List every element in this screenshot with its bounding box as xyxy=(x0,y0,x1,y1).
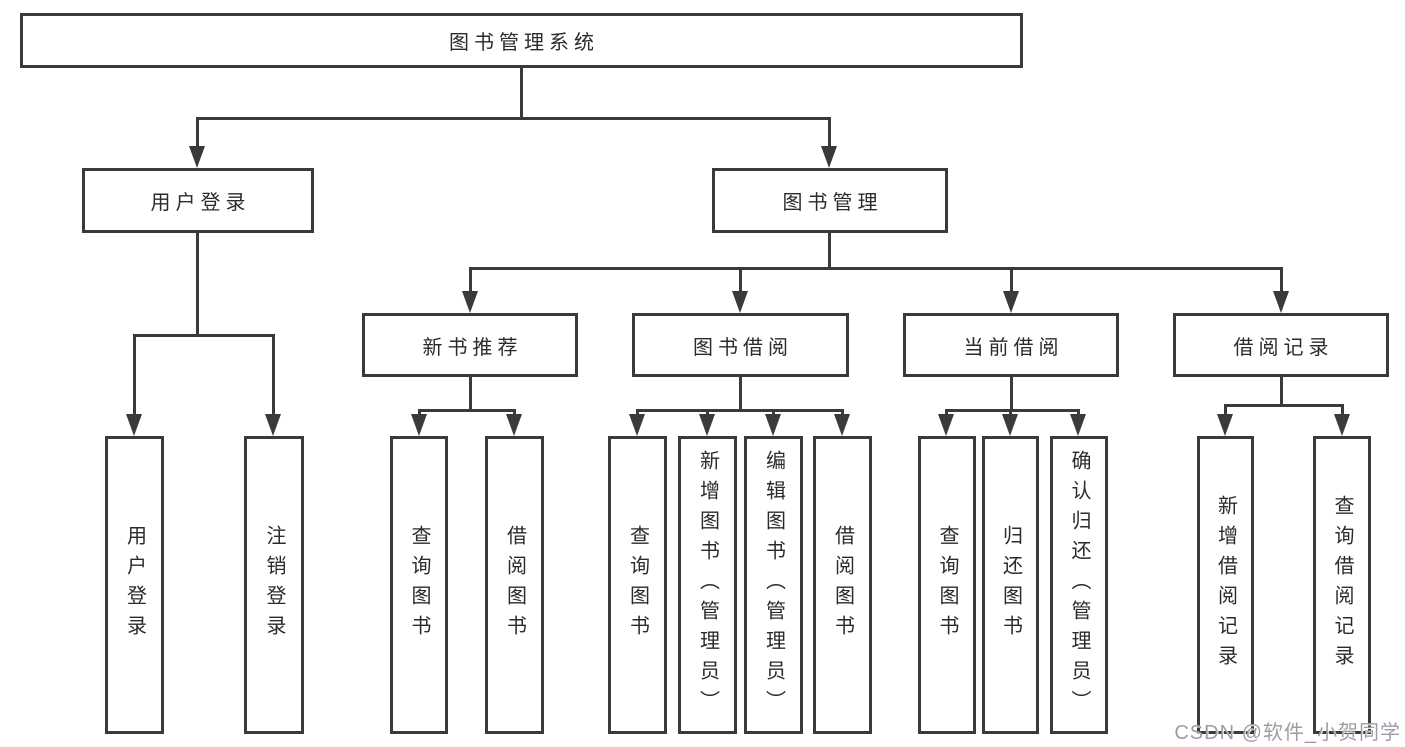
connector-hline xyxy=(418,409,515,412)
leaf-borrow-borrow-label: 借阅图书 xyxy=(831,525,854,645)
connector-vline xyxy=(828,230,831,270)
leaf-borrow-borrow: 借阅图书 xyxy=(813,436,872,734)
node-borrow-records: 借阅记录 xyxy=(1173,313,1389,377)
arrow-down-icon xyxy=(1003,291,1019,313)
leaf-borrow-add: 新增图书（管理员） xyxy=(678,436,737,734)
arrow-down-icon xyxy=(732,291,748,313)
connector-hline xyxy=(133,334,275,337)
leaf-records-add: 新增借阅记录 xyxy=(1197,436,1254,734)
arrow-down-icon xyxy=(629,414,645,436)
arrow-down-icon xyxy=(126,414,142,436)
arrow-down-icon xyxy=(699,414,715,436)
leaf-user-login-label: 用户登录 xyxy=(123,525,146,645)
leaf-newbooks-borrow: 借阅图书 xyxy=(485,436,544,734)
node-root: 图书管理系统 xyxy=(20,13,1023,68)
connector-vline xyxy=(469,375,472,412)
connector-vline xyxy=(636,409,639,417)
connector-vline xyxy=(739,375,742,412)
leaf-records-query: 查询借阅记录 xyxy=(1313,436,1371,734)
arrow-down-icon xyxy=(1334,414,1350,436)
connector-vline xyxy=(1224,404,1227,417)
leaf-records-add-label: 新增借阅记录 xyxy=(1214,495,1237,675)
leaf-current-return: 归还图书 xyxy=(982,436,1039,734)
connector-hline xyxy=(1224,404,1343,407)
connector-vline xyxy=(196,117,199,149)
leaf-current-query-label: 查询图书 xyxy=(936,525,958,645)
connector-vline xyxy=(1009,409,1012,417)
connector-vline xyxy=(828,117,831,149)
connector-vline xyxy=(1341,404,1344,417)
connector-hline xyxy=(196,117,831,120)
arrow-down-icon xyxy=(506,414,522,436)
connector-hline xyxy=(945,409,1079,412)
node-new-book-recommend-label: 新书推荐 xyxy=(422,336,523,359)
arrow-down-icon xyxy=(1273,291,1289,313)
leaf-newbooks-borrow-label: 借阅图书 xyxy=(503,525,526,645)
leaf-current-query: 查询图书 xyxy=(918,436,976,734)
arrow-down-icon xyxy=(938,414,954,436)
connector-vline xyxy=(513,409,516,417)
connector-vline xyxy=(272,334,275,418)
connector-vline xyxy=(196,230,199,337)
csdn-watermark: CSDN @软件_小贺同学 xyxy=(1174,722,1401,744)
node-current-borrow-label: 当前借阅 xyxy=(963,336,1064,359)
node-book-management: 图书管理 xyxy=(712,168,948,233)
leaf-borrow-add-label: 新增图书（管理员） xyxy=(696,450,719,720)
connector-vline xyxy=(772,409,775,417)
arrow-down-icon xyxy=(834,414,850,436)
leaf-records-query-label: 查询借阅记录 xyxy=(1331,495,1353,675)
connector-vline xyxy=(133,334,136,418)
leaf-newbooks-query: 查询图书 xyxy=(390,436,448,734)
node-root-label: 图书管理系统 xyxy=(449,32,599,54)
connector-vline xyxy=(520,66,523,120)
connector-vline xyxy=(1280,375,1283,407)
node-user-login: 用户登录 xyxy=(82,168,314,233)
arrow-down-icon xyxy=(411,414,427,436)
node-new-book-recommend: 新书推荐 xyxy=(362,313,578,377)
arrow-down-icon xyxy=(462,291,478,313)
leaf-logout: 注销登录 xyxy=(244,436,304,734)
leaf-borrow-query: 查询图书 xyxy=(608,436,667,734)
leaf-newbooks-query-label: 查询图书 xyxy=(408,525,430,645)
arrow-down-icon xyxy=(821,146,837,168)
arrow-down-icon xyxy=(765,414,781,436)
node-borrow-records-label: 借阅记录 xyxy=(1233,336,1334,359)
node-book-borrow-label: 图书借阅 xyxy=(693,336,793,359)
node-current-borrow: 当前借阅 xyxy=(903,313,1119,377)
connector-hline xyxy=(469,267,1282,270)
node-book-borrow: 图书借阅 xyxy=(632,313,849,377)
leaf-borrow-edit-label: 编辑图书（管理员） xyxy=(762,450,785,720)
node-user-login-label: 用户登录 xyxy=(150,192,251,214)
connector-vline xyxy=(945,409,948,417)
connector-vline xyxy=(1010,267,1013,294)
node-book-management-label: 图书管理 xyxy=(782,192,883,214)
connector-vline xyxy=(1010,375,1013,412)
leaf-current-confirm-label: 确认归还（管理员） xyxy=(1068,450,1090,720)
connector-vline xyxy=(1077,409,1080,417)
connector-hline xyxy=(636,409,843,412)
arrow-down-icon xyxy=(265,414,281,436)
arrow-down-icon xyxy=(189,146,205,168)
leaf-logout-label: 注销登录 xyxy=(263,525,285,645)
leaf-borrow-query-label: 查询图书 xyxy=(626,525,649,645)
connector-vline xyxy=(739,267,742,294)
arrow-down-icon xyxy=(1217,414,1233,436)
connector-vline xyxy=(841,409,844,417)
leaf-current-return-label: 归还图书 xyxy=(999,525,1022,645)
connector-vline xyxy=(1280,267,1283,294)
connector-vline xyxy=(469,267,472,294)
connector-vline xyxy=(706,409,709,417)
leaf-user-login: 用户登录 xyxy=(105,436,164,734)
leaf-borrow-edit: 编辑图书（管理员） xyxy=(744,436,803,734)
arrow-down-icon xyxy=(1070,414,1086,436)
leaf-current-confirm: 确认归还（管理员） xyxy=(1050,436,1108,734)
arrow-down-icon xyxy=(1002,414,1018,436)
connector-vline xyxy=(418,409,421,417)
